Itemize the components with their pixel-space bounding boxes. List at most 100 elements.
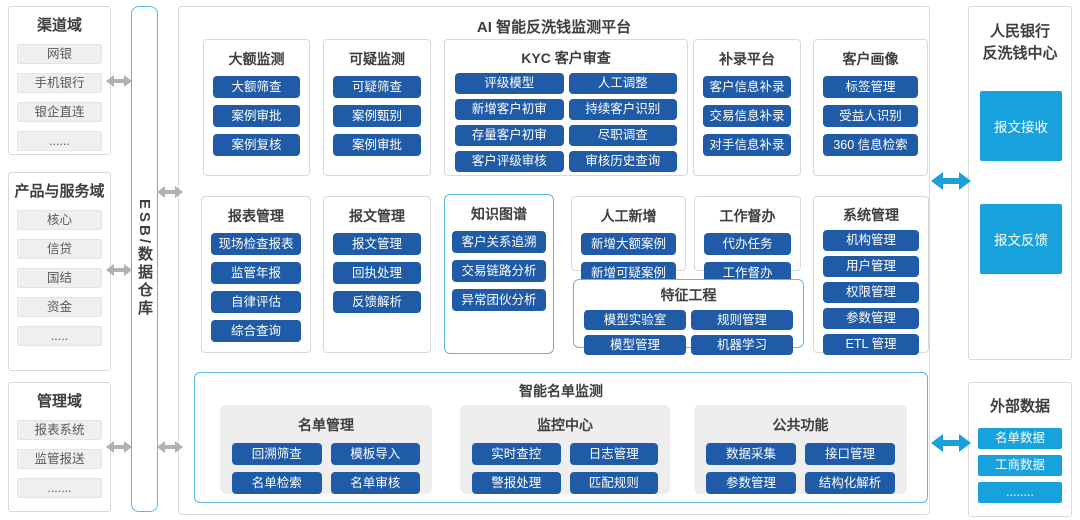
group-item: 日志管理 [569,443,658,465]
module-items: 评级模型 人工调整 新增客户初审 持续客户识别 存量客户初审 尽职调查 客户评级… [445,73,687,172]
module-work-supervision: 工作督办 代办任务 工作督办 [694,196,801,284]
module-item: 机器学习 [691,335,793,355]
module-title: 客户画像 [842,51,899,67]
arrow-esb-platform-top [157,186,183,198]
module-item: 人工调整 [568,73,677,94]
module-title: 报表管理 [228,208,284,224]
group-item: 回溯筛查 [232,443,322,465]
arrow-esb-platform-bottom [157,441,183,453]
arrow-shaft [112,79,126,83]
module-item: 大额筛查 [213,76,300,98]
module-item: 用户管理 [823,256,919,277]
module-item: 交易信息补录 [703,105,791,127]
domain-title: 产品与服务域 [14,183,105,200]
domain-item: 监管报送 [17,449,102,469]
module-title: 工作督办 [719,208,776,224]
module-item: 可疑筛查 [333,76,421,98]
domain-box-management: 管理域 报表系统 监管报送 ....... [8,382,111,512]
module-item: 案例复核 [213,134,300,156]
domain-title: 渠道域 [36,17,82,34]
esb-label: ESB/数据仓库 [136,199,153,319]
domain-item: 核心 [17,210,102,230]
group-title: 监控中心 [537,417,593,433]
external-item: 工商数据 [978,455,1062,476]
domain-item: 手机银行 [17,73,102,93]
group-monitoring-center: 监控中心 实时查控 日志管理 警报处理 匹配规则 [460,405,670,494]
platform-container: AI 智能反洗钱监测平台 大额监测 大额筛查 案例审批 案例复核 可疑监测 可疑… [178,6,930,515]
module-title: 特征工程 [660,287,717,303]
module-title: 补录平台 [719,51,775,67]
module-item: 现场检查报表 [211,233,301,255]
module-items: 新增大额案例 新增可疑案例 [572,233,685,284]
module-suspicious-monitoring: 可疑监测 可疑筛查 案例甄别 案例审批 [323,39,431,176]
module-title: KYC 客户审查 [521,50,611,66]
module-item: 模型实验室 [584,310,686,330]
arrow-channel-esb [106,75,132,87]
module-item: 权限管理 [823,282,919,303]
module-item: 存量客户初审 [455,125,564,146]
group-item: 警报处理 [472,472,561,494]
module-item: 新增可疑案例 [581,262,676,284]
arrow-platform-pboc [931,172,971,190]
module-item: 自律评估 [211,291,301,313]
module-title: 人工新增 [600,208,657,224]
group-item: 结构化解析 [805,472,895,494]
module-items: 代办任务 工作督办 [695,233,800,284]
pboc-title-line: 人民银行 [989,23,1050,40]
group-item: 匹配规则 [569,472,658,494]
module-items: 可疑筛查 案例甄别 案例审批 [324,76,430,156]
domain-box-channel: 渠道域 网银 手机银行 银企直连 ...... [8,6,111,155]
module-title: 报文管理 [349,208,405,224]
module-item: 客户关系追溯 [452,231,546,253]
module-item: 规则管理 [691,310,793,330]
module-title: 大额监测 [228,51,285,67]
module-item: 交易链路分析 [452,260,546,282]
domain-item: 报表系统 [17,420,102,440]
group-list-management: 名单管理 回溯筛查 模板导入 名单检索 名单审核 [220,405,432,494]
domain-item: 信贷 [17,239,102,259]
module-title: 可疑监测 [349,51,405,67]
module-large-amount-monitoring: 大额监测 大额筛查 案例审批 案例复核 [203,39,310,176]
module-item: 模型管理 [584,335,686,355]
arrow-shaft [112,445,126,449]
module-item: 工作督办 [704,262,791,284]
pboc-title-line: 反洗钱中心 [982,45,1058,62]
platform-title: AI 智能反洗钱监测平台 [476,19,632,36]
group-item: 名单审核 [330,472,420,494]
pboc-item-message-feedback: 报文反馈 [980,204,1062,274]
group-item: 实时查控 [472,443,561,465]
module-items: 大额筛查 案例审批 案例复核 [204,76,309,156]
module-message-management: 报文管理 报文管理 回执处理 反馈解析 [323,196,431,353]
module-item: 综合查询 [211,320,301,342]
arrow-shaft [939,178,963,184]
group-title: 名单管理 [298,417,354,433]
domain-box-product: 产品与服务域 核心 信贷 国结 资金 ..... [8,172,111,371]
arrow-management-esb [106,441,132,453]
module-item: 360 信息检索 [823,134,918,156]
arrow-shaft [163,445,177,449]
module-item: 审核历史查询 [568,151,677,172]
module-item: 参数管理 [823,308,919,329]
group-item: 数据采集 [706,443,796,465]
module-item: 持续客户识别 [568,99,677,120]
pboc-title: 人民银行 反洗钱中心 [969,21,1071,65]
list-monitoring-section: 智能名单监测 名单管理 回溯筛查 模板导入 名单检索 名单审核 监控中心 实时查… [194,372,928,503]
group-items: 回溯筛查 模板导入 名单检索 名单审核 [220,443,432,494]
module-items: 客户关系追溯 交易链路分析 异常团伙分析 [445,231,553,311]
module-item: 受益人识别 [823,105,918,127]
domain-item: 银企直连 [17,102,102,122]
group-item: 参数管理 [706,472,796,494]
module-item: 机构管理 [823,230,919,251]
group-item: 接口管理 [805,443,895,465]
module-feature-engineering: 特征工程 模型实验室 规则管理 模型管理 机器学习 [573,279,804,355]
module-item: 报文管理 [333,233,421,255]
external-data-title: 外部数据 [989,398,1050,415]
group-title: 公共功能 [772,417,829,433]
module-item: 案例审批 [213,105,300,127]
module-item: 案例审批 [333,134,421,156]
module-item: 对手信息补录 [703,134,791,156]
arrow-product-esb [106,264,132,276]
pboc-aml-center-box: 人民银行 反洗钱中心 报文接收 报文反馈 [968,6,1072,360]
arrow-shaft [163,190,177,194]
